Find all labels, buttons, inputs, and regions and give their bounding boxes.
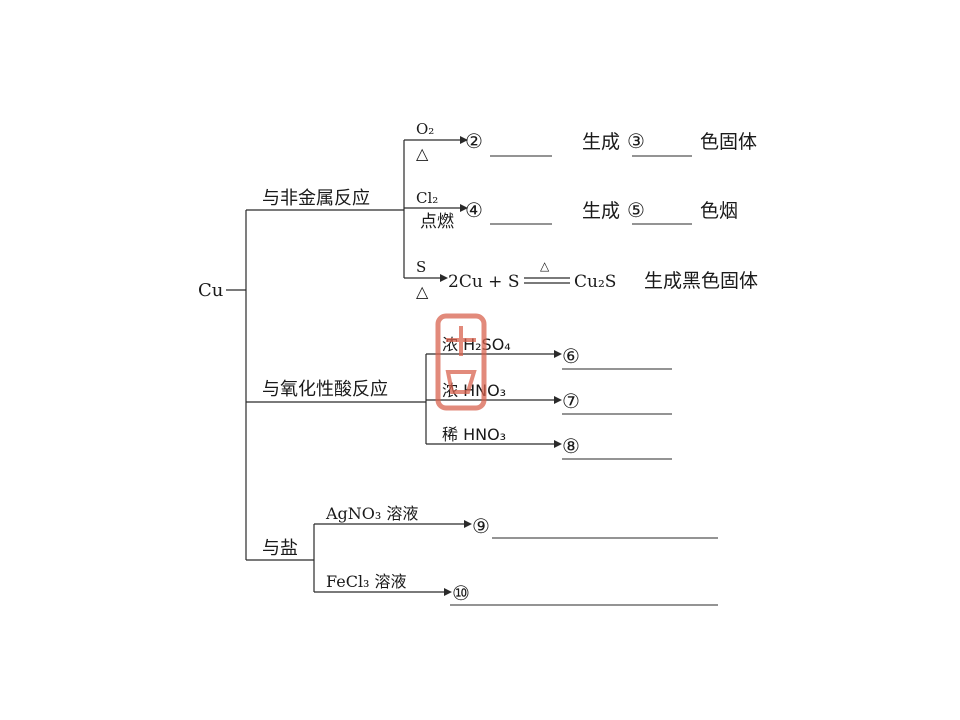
hno3-dil-reagent: 稀 HNO₃	[442, 425, 506, 444]
h2so4-reagent: 浓 H₂SO₄	[442, 335, 511, 354]
cl2-condition: 点燃	[420, 212, 454, 232]
o2-text2: 色固体	[700, 131, 757, 153]
s-equation-left: 2Cu + S	[448, 272, 519, 292]
agno3-reagent: AgNO₃ 溶液	[325, 504, 418, 523]
s-equation-right: Cu₂S	[574, 272, 616, 292]
cl2-text1: 生成	[582, 200, 620, 222]
s-reagent: S	[416, 258, 426, 276]
agno3-arrowhead	[464, 520, 472, 528]
fecl3-arrowhead	[444, 588, 452, 596]
agno3-blank-number: ⑨	[472, 514, 490, 538]
s-result: 生成黑色固体	[644, 270, 758, 292]
hno3-conc-blank-number: ⑦	[562, 389, 580, 413]
fecl3-reagent: FeCl₃ 溶液	[326, 572, 407, 591]
h2so4-blank-number: ⑥	[562, 344, 580, 368]
cl2-color-number: ⑤	[627, 198, 645, 222]
s-arrowhead	[440, 274, 448, 282]
root-label: Cu	[198, 280, 223, 301]
h2so4-arrowhead	[554, 350, 562, 358]
hno3-conc-reagent: 浓 HNO₃	[442, 381, 506, 400]
acid-label: 与氧化性酸反应	[262, 379, 388, 400]
o2-arrowhead	[460, 136, 468, 144]
s-equation-condition: △	[540, 259, 550, 273]
o2-condition: △	[416, 144, 429, 163]
o2-color-number: ③	[627, 129, 645, 153]
hno3-dil-blank-number: ⑧	[562, 434, 580, 458]
watermark-frame	[435, 313, 487, 411]
watermark-logo	[435, 313, 487, 411]
salt-label: 与盐	[262, 538, 298, 559]
cl2-reagent: Cl₂	[416, 189, 438, 207]
nonmetal-label: 与非金属反应	[262, 188, 370, 209]
cl2-blank-number: ④	[465, 198, 483, 222]
fecl3-blank-number: ⑩	[452, 581, 470, 605]
watermark-glyph	[445, 326, 477, 394]
s-condition: △	[416, 282, 429, 301]
cl2-text2: 色烟	[700, 200, 738, 222]
o2-reagent: O₂	[416, 120, 434, 138]
o2-blank-number: ②	[465, 129, 483, 153]
hno3-dil-arrowhead	[554, 440, 562, 448]
hno3-conc-arrowhead	[554, 396, 562, 404]
cl2-arrowhead	[460, 204, 468, 212]
o2-text1: 生成	[582, 131, 620, 153]
